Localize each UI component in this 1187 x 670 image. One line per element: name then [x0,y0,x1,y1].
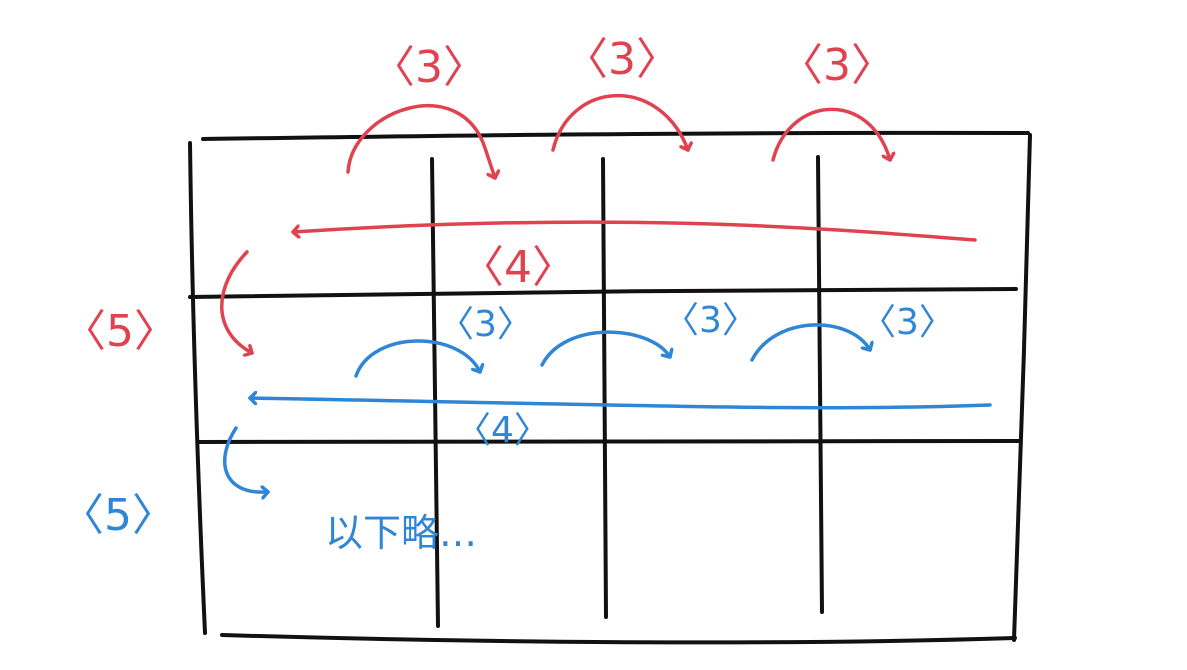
grid-outer-left [188,141,207,635]
blue-next-row-arrow [222,426,270,492]
blue-step-label-1: 〈3〉 [438,304,533,345]
grid-col-line-1 [430,157,440,628]
red-step-label-3: 〈3〉 [779,40,895,91]
grid-outer-top [201,130,1030,141]
grid-col-line-2 [601,157,608,619]
red-next-row-arrow [220,250,254,353]
omitted-note: 以下略… [325,511,477,555]
red-step-arrow-3 [771,107,890,162]
grid [188,130,1032,645]
red-step-arrow-2 [551,93,688,152]
red-row-annotations: 〈3〉 〈3〉 〈3〉 〈4〉 〈5〉 [62,34,977,357]
red-return-label: 〈4〉 [460,242,576,293]
blue-step-label-3: 〈3〉 [860,302,955,343]
grid-col-line-3 [816,155,824,614]
blue-row-annotations: 〈3〉 〈3〉 〈3〉 〈4〉 〈5〉 以下略… [60,300,992,555]
red-return-arrow [291,220,977,242]
red-step-arrow-1 [346,104,495,180]
blue-step-arrow-3 [750,323,870,362]
red-step-label-2: 〈3〉 [564,34,680,85]
grid-row-line-2 [197,439,1022,444]
blue-step-arrow-2 [540,330,670,367]
blue-return-label: 〈4〉 [455,410,550,451]
grid-row-line-1 [188,287,1018,299]
blue-step-label-2: 〈3〉 [663,300,758,341]
red-next-row-label: 〈5〉 [62,306,178,357]
grid-outer-bottom [220,633,1017,645]
blue-step-arrow-1 [354,339,480,378]
blue-next-row-label: 〈5〉 [60,490,176,541]
grid-outer-right [1012,133,1032,642]
blue-return-arrow [248,398,992,410]
red-step-label-1: 〈3〉 [371,42,487,93]
